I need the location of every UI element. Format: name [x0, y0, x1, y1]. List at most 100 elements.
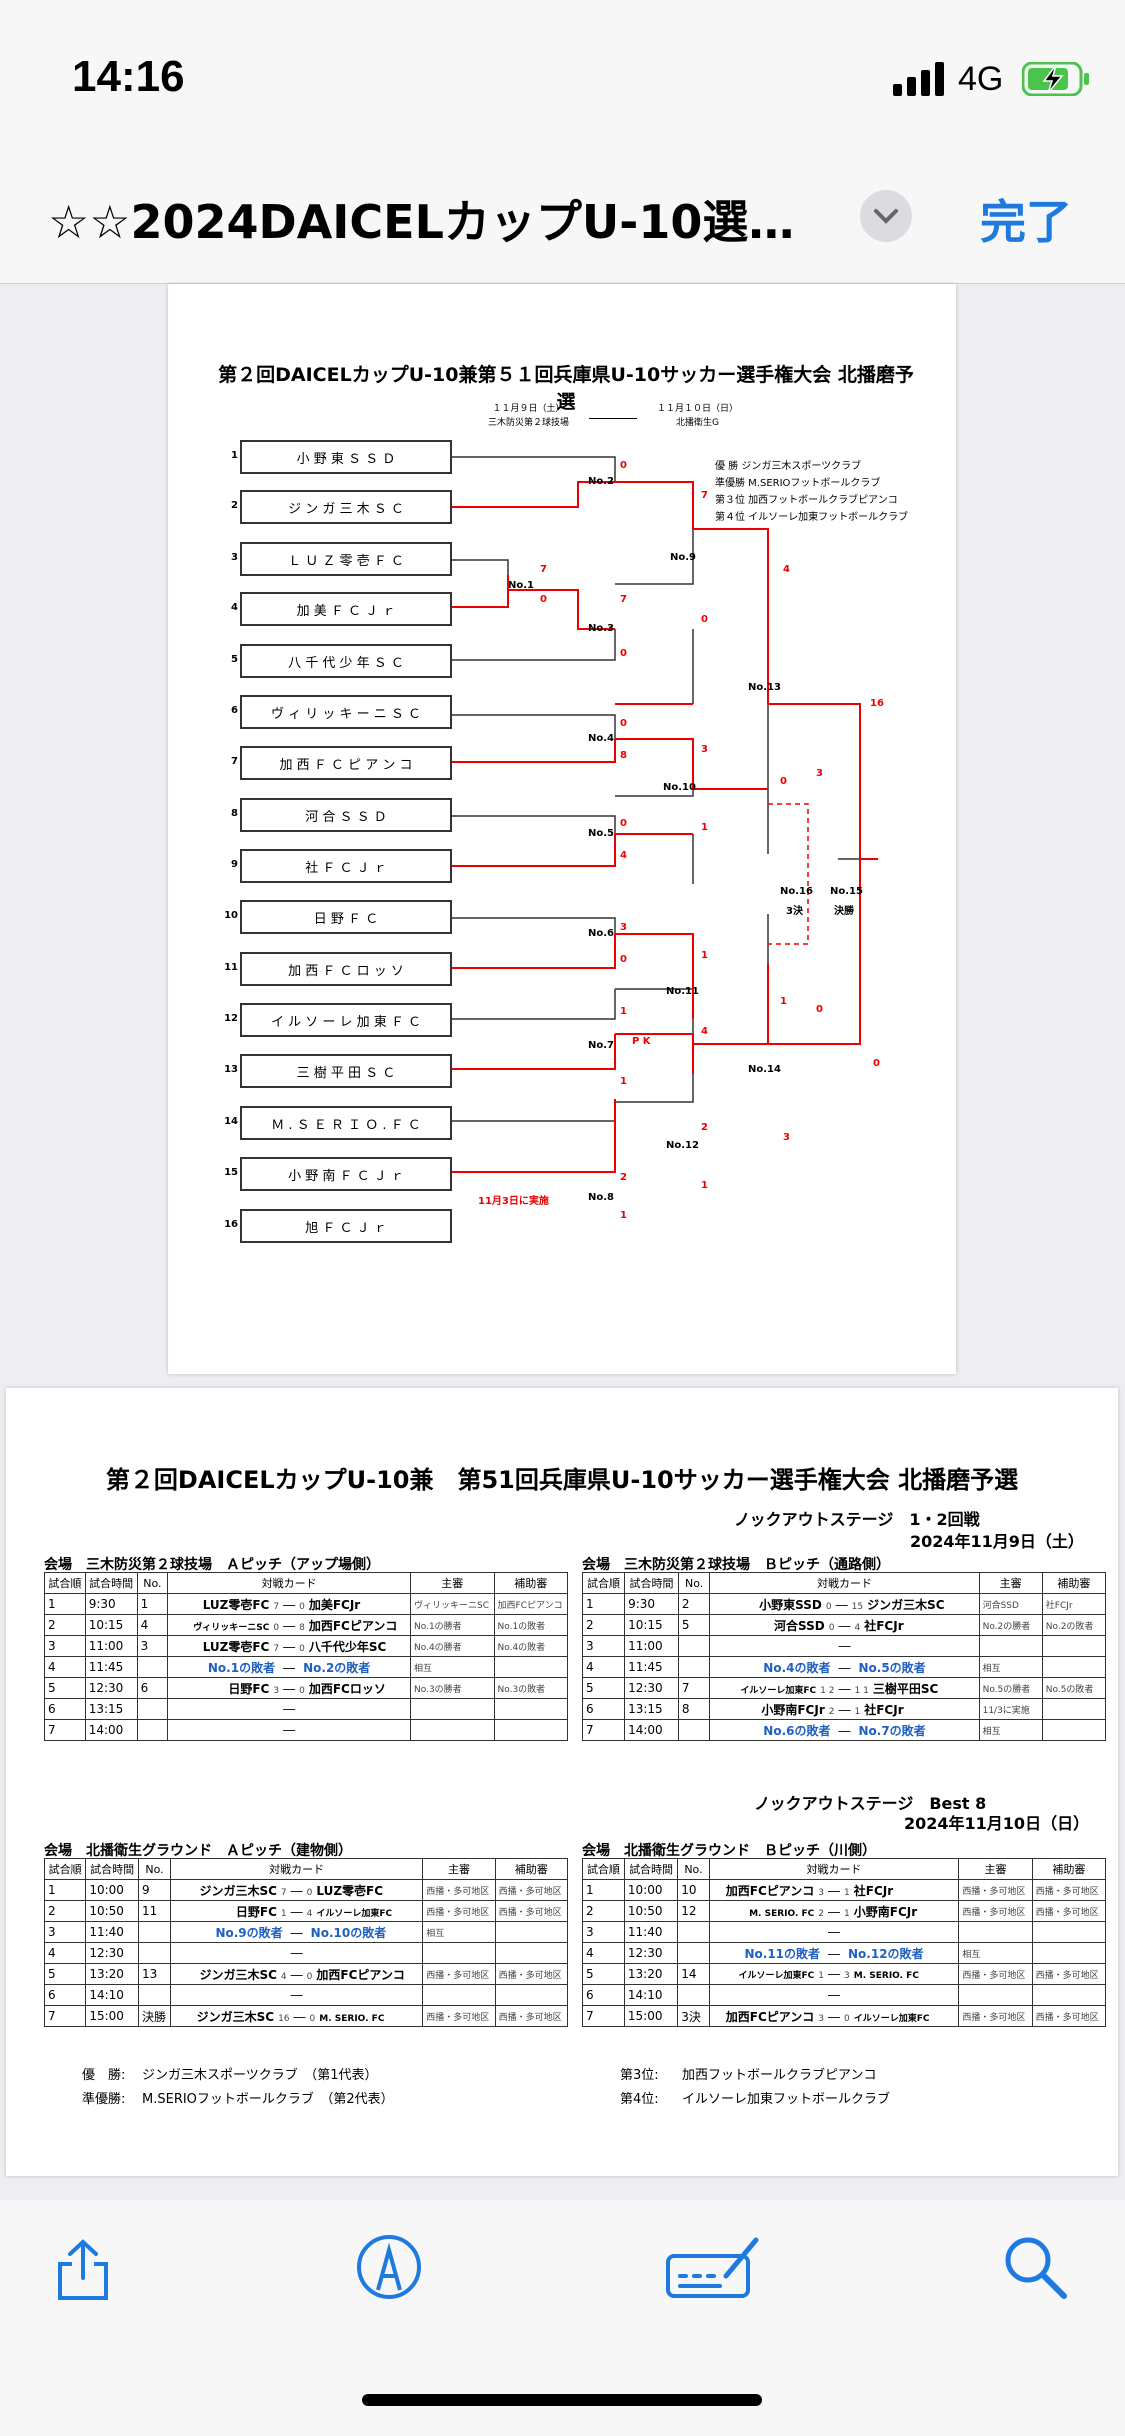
match-no-cell: [677, 1921, 710, 1943]
away-team: 小野南FCJr: [853, 1904, 918, 1919]
match-no-cell: [677, 1635, 711, 1657]
home-team: 河合SSD: [774, 1618, 825, 1633]
team-box: Ｍ . Ｓ Ｅ Ｒ Ｉ Ｏ . Ｆ Ｃ: [240, 1106, 452, 1140]
results-legend: 優 勝 ジンガ三木スポーツクラブ 準優勝 M.SERIOフットボールクラブ 第３…: [715, 458, 908, 526]
time-cell: 11:40: [85, 1921, 139, 1943]
date-day2: １１月１０日（日）: [657, 404, 739, 414]
assistant-cell: 西播・多可地区: [1031, 1963, 1107, 1985]
referee-cell: 西播・多可地区: [422, 1879, 496, 1901]
legend-line: 優 勝 ジンガ三木スポーツクラブ: [715, 461, 862, 472]
away-team: 加西FCピアンコ: [308, 1618, 398, 1633]
vs-dash: ―: [283, 1702, 296, 1716]
order-cell: 5: [43, 1963, 87, 1985]
vs-dash: ―: [838, 1660, 851, 1675]
away-team: 八千代少年SC: [308, 1639, 387, 1654]
team-seed: 11: [224, 962, 238, 973]
away-score: 1: [844, 1908, 850, 1919]
time-cell: 11:00: [84, 1635, 138, 1657]
score: 2: [620, 1172, 627, 1183]
team-box: 社 Ｆ Ｃ Ｊ ｒ: [240, 849, 452, 883]
home-team: M. SERIO. FC: [749, 1908, 815, 1919]
time-cell: 15:00: [623, 2005, 679, 2027]
home-indicator[interactable]: [362, 2394, 762, 2406]
done-button[interactable]: 完了: [980, 195, 1072, 249]
assistant-cell: No.2の敗者: [1041, 1614, 1107, 1636]
signature-icon[interactable]: [664, 2232, 764, 2302]
away-score: 4: [306, 1908, 313, 1919]
title-menu-button[interactable]: [860, 190, 912, 242]
column-header: No.: [677, 1858, 710, 1880]
team-seed: 2: [231, 500, 238, 511]
team-seed: 1: [231, 450, 238, 461]
share-icon[interactable]: [48, 2234, 118, 2304]
home-score: 2: [828, 1706, 835, 1717]
away-team: No.5の敗者: [858, 1660, 926, 1675]
vs-dash: ―: [293, 2009, 306, 2024]
score: 0: [780, 776, 787, 787]
vs-dash: ―: [283, 1618, 296, 1633]
vs-dash: ―: [290, 1988, 303, 2002]
match-label: No.7: [588, 1040, 614, 1051]
time-cell: 11:40: [623, 1921, 679, 1943]
score: 1: [620, 1076, 627, 1087]
runner-up-label: 準優勝:: [82, 2092, 126, 2107]
away-team: No.2の敗者: [303, 1660, 371, 1675]
battery-charging-icon: [1022, 62, 1089, 96]
assistant-cell: No.4の敗者: [493, 1635, 569, 1657]
match-no-cell: 9: [137, 1879, 172, 1901]
vs-dash: ―: [838, 1723, 851, 1738]
markup-icon[interactable]: [354, 2232, 424, 2302]
referee-cell: 相互: [410, 1656, 495, 1678]
away-team: No.10の敗者: [310, 1925, 387, 1940]
home-score: 3: [273, 1685, 280, 1696]
home-team: ジンガ三木SC: [199, 1967, 277, 1982]
score: 4: [783, 564, 790, 575]
column-header: 対戦カード: [709, 1572, 980, 1594]
document-title[interactable]: ☆☆2024DAICELカップU-10選…: [48, 195, 795, 249]
matchup-cell: ―: [170, 1984, 424, 2006]
team-seed: 3: [231, 552, 238, 563]
match-label: No.14: [748, 1064, 781, 1075]
time-cell: 10:00: [623, 1879, 679, 1901]
vs-dash: ―: [828, 1988, 841, 2002]
team-box: 小 野 南 Ｆ Ｃ Ｊ ｒ: [240, 1157, 452, 1191]
vs-dash: ―: [828, 2009, 841, 2024]
home-team: 加西FCピアンコ: [725, 2009, 815, 2024]
bracket-page: 第２回DAICELカップU-10兼第５１回兵庫県U-10サッカー選手権大会 北播…: [168, 284, 956, 1374]
match-no-cell: [136, 1719, 169, 1741]
away-team: イルソーレ加東FC: [853, 2013, 930, 2024]
order-cell: 6: [582, 1984, 625, 2006]
home-team: ジンガ三木SC: [196, 2009, 275, 2024]
venue-label: 会場 北播衛生グラウンド Ａピッチ（建物側）: [44, 1843, 352, 1859]
column-header: 試合時間: [623, 1858, 679, 1880]
score: 3: [783, 1132, 790, 1143]
column-header: No.: [137, 1858, 172, 1880]
column-header: 主審: [958, 1858, 1033, 1880]
referee-cell: 相互: [422, 1921, 496, 1943]
search-icon[interactable]: [1000, 2232, 1070, 2302]
referee-cell: [410, 1719, 495, 1741]
match-label: No.13: [748, 682, 781, 693]
order-cell: 6: [44, 1698, 86, 1720]
team-seed: 10: [224, 910, 238, 921]
fourth-label: 第4位:: [620, 2092, 659, 2107]
home-team: 日野FC: [228, 1681, 270, 1696]
referee-cell: 西播・多可地区: [958, 2005, 1033, 2027]
match-label: 3決: [786, 906, 803, 917]
column-header: No.: [677, 1572, 711, 1594]
